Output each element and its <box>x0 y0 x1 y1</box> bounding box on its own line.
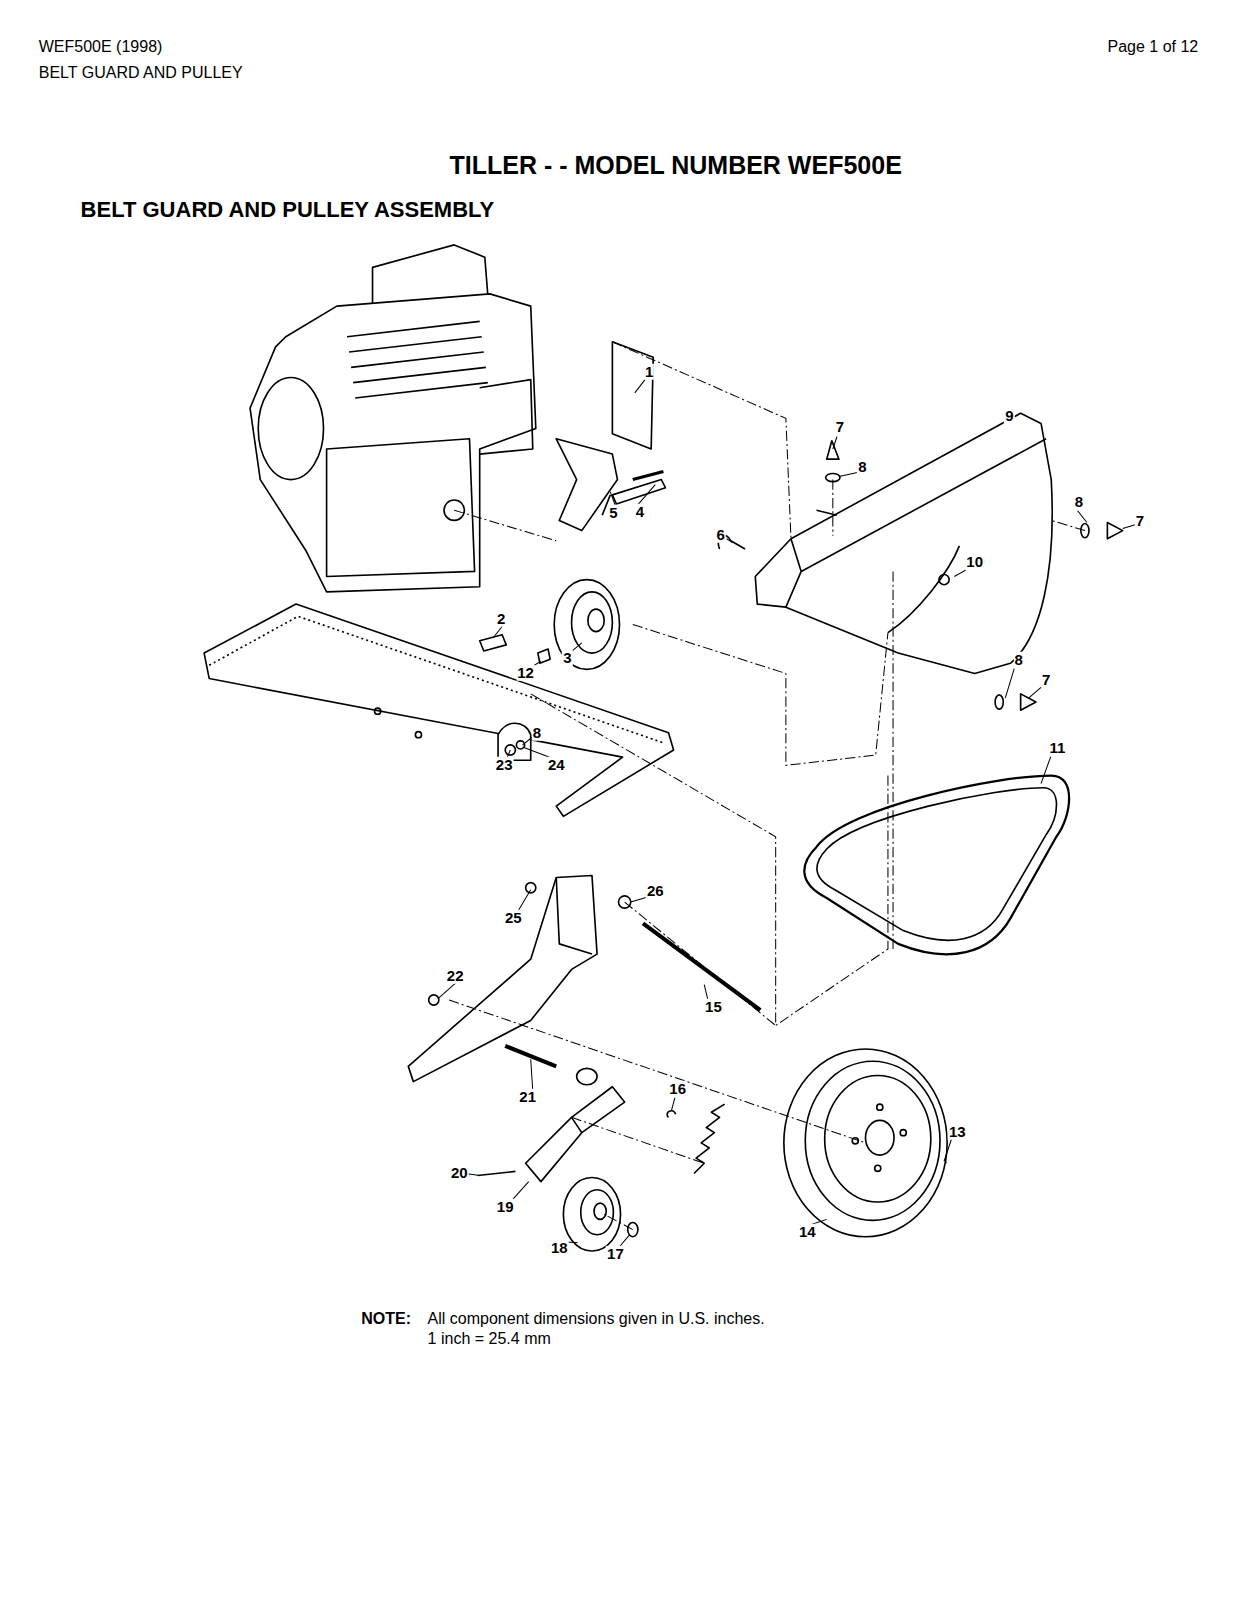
illustration-path <box>538 649 550 663</box>
callout-number: 1 <box>644 363 654 380</box>
illustration-path <box>572 1117 705 1229</box>
note-text: All component dimensions given in U.S. i… <box>427 1310 766 1328</box>
illustration-path <box>833 480 1085 536</box>
header-text: BELT GUARD AND PULLEY <box>38 65 244 83</box>
callout-number: 7 <box>1041 671 1051 688</box>
callout-number: 2 <box>496 610 506 627</box>
illustration-ellipse <box>258 378 323 480</box>
illustration-path <box>449 902 865 1143</box>
illustration-path <box>718 510 837 549</box>
callout-number: 15 <box>704 999 723 1016</box>
callout-number: 19 <box>496 1199 515 1216</box>
illustration-path <box>667 1111 676 1118</box>
callout-number: 8 <box>532 725 542 742</box>
illustration-path <box>633 624 888 765</box>
callout-number: 20 <box>450 1164 469 1181</box>
callout-number: 8 <box>857 459 867 476</box>
illustration-path <box>786 439 1046 607</box>
illustration-path <box>478 1117 582 1175</box>
illustration-circle <box>877 1104 883 1110</box>
illustration-ellipse <box>865 1120 894 1155</box>
illustration-path <box>817 788 1057 941</box>
callout-number: 8 <box>1013 652 1023 669</box>
callout-number: 17 <box>606 1246 625 1263</box>
illustration-circle <box>875 1165 881 1171</box>
callout-number: 3 <box>562 650 572 667</box>
illustration-ellipse <box>563 1178 620 1251</box>
illustration-path <box>480 380 533 454</box>
callout-number: 4 <box>635 504 645 521</box>
callout-number: 6 <box>715 527 725 544</box>
illustration-g <box>439 380 1136 1249</box>
header-text: WEF500E (1998) <box>38 38 164 56</box>
diagram-title: TILLER - - MODEL NUMBER WEF500E <box>448 153 902 181</box>
illustration-path <box>494 380 1136 698</box>
illustration-ellipse <box>581 1190 614 1235</box>
callout-number: 22 <box>446 967 465 984</box>
illustration-circle <box>415 732 421 738</box>
illustration-ellipse <box>554 580 619 670</box>
illustration-path <box>804 776 1069 955</box>
callout-number: 24 <box>547 757 566 774</box>
illustration-ellipse <box>825 1076 931 1203</box>
illustration-path <box>694 1104 725 1173</box>
illustration-circle <box>526 883 536 893</box>
note-text: 1 inch = 25.4 mm <box>427 1330 552 1348</box>
callout-number: 10 <box>965 554 984 571</box>
callout-number: 25 <box>504 909 523 926</box>
illustration-circle <box>375 708 381 714</box>
header-text: Page 1 of 12 <box>1106 38 1199 56</box>
illustration-circle <box>900 1130 906 1136</box>
illustration-ellipse <box>805 1061 940 1220</box>
callout-number: 13 <box>948 1124 967 1141</box>
illustration-path <box>556 878 592 955</box>
illustration-ellipse <box>577 1068 597 1084</box>
callout-number: 7 <box>1135 512 1145 529</box>
illustration-path <box>526 1087 625 1182</box>
illustration-path <box>454 342 791 541</box>
illustration-ellipse <box>588 609 604 631</box>
illustration-path <box>439 737 1051 1249</box>
illustration-path <box>347 321 488 398</box>
illustration-g <box>449 342 1085 1230</box>
illustration-path <box>612 480 665 504</box>
callout-number: 23 <box>495 757 514 774</box>
illustration-path <box>643 923 760 1010</box>
illustration-path <box>480 635 507 651</box>
illustration-path <box>327 439 475 577</box>
illustration-ellipse <box>995 695 1003 709</box>
callout-number: 21 <box>518 1089 537 1106</box>
callout-number: 16 <box>668 1081 687 1098</box>
illustration-path <box>612 342 653 449</box>
callout-number: 11 <box>1048 740 1066 757</box>
illustration-ellipse <box>784 1049 947 1237</box>
illustration-path <box>408 876 597 1082</box>
callout-number: 14 <box>798 1224 817 1241</box>
illustration-circle <box>429 995 439 1005</box>
illustration-path <box>204 604 673 816</box>
illustration-circle <box>939 574 949 584</box>
callout-number: 5 <box>608 505 618 522</box>
section-heading: BELT GUARD AND PULLEY ASSEMBLY <box>80 198 496 222</box>
illustration-g <box>204 245 1123 1251</box>
callout-number: 9 <box>1004 408 1014 425</box>
note-label: NOTE: <box>360 1310 412 1328</box>
illustration-path <box>531 571 893 1025</box>
callout-number: 8 <box>1074 494 1084 511</box>
callout-number: 7 <box>835 418 845 435</box>
illustration-path <box>209 616 663 743</box>
illustration-path <box>827 441 839 459</box>
illustration-path <box>755 413 1052 673</box>
illustration-ellipse <box>572 592 613 653</box>
illustration-path <box>888 546 959 633</box>
illustration-path <box>1107 522 1122 538</box>
callout-number: 26 <box>646 883 665 900</box>
illustration-path <box>1021 694 1036 710</box>
illustration-ellipse <box>594 1203 606 1219</box>
callout-number: 12 <box>516 664 535 681</box>
callout-number: 18 <box>550 1240 569 1257</box>
illustration-path <box>250 294 536 592</box>
illustration-path <box>633 471 664 479</box>
